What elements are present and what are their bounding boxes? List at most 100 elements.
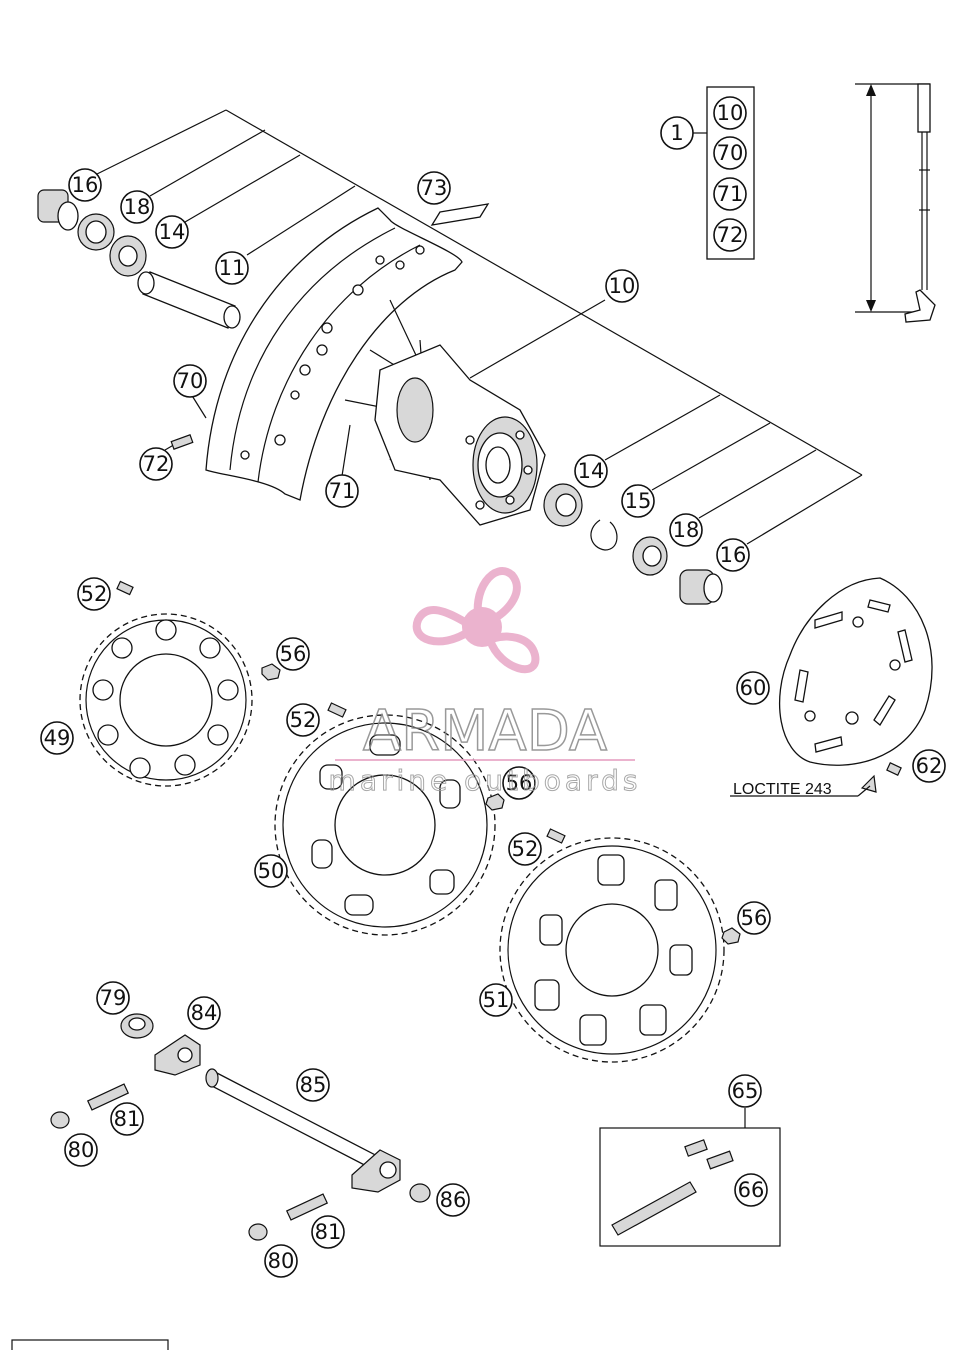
- callout-circle: [713, 96, 747, 130]
- callout-86: 86: [436, 1183, 470, 1217]
- wheel-spindle: [205, 1068, 386, 1173]
- callout-number: 70: [177, 369, 204, 393]
- callout-circle: [64, 1133, 98, 1167]
- callout-number: 65: [732, 1079, 759, 1103]
- callout-70: 70: [713, 136, 747, 170]
- callout-number: 52: [512, 837, 539, 861]
- callout-number: 70: [717, 141, 744, 165]
- adjuster-screw-lower: [285, 1193, 329, 1221]
- sprocket-51: [499, 837, 725, 1063]
- callout-circle: [713, 218, 747, 252]
- callout-51: 51: [479, 983, 513, 1017]
- callout-71: 71: [325, 474, 359, 508]
- brake-disc: [778, 577, 933, 766]
- callout-number: 49: [44, 726, 71, 750]
- wheel-rim: [205, 207, 463, 501]
- callout-number: 52: [290, 708, 317, 732]
- callout-number: 80: [268, 1249, 295, 1273]
- callout-number: 15: [625, 489, 652, 513]
- footer-code-frame: [11, 1339, 169, 1350]
- callout-circle: [621, 484, 655, 518]
- callout-circle: [736, 671, 770, 705]
- adjuster-nut: [120, 1013, 154, 1039]
- callout-circle: [155, 215, 189, 249]
- callout-number: 80: [68, 1138, 95, 1162]
- callout-79: 79: [96, 981, 130, 1015]
- callout-number: 56: [280, 642, 307, 666]
- callout-circle: [215, 251, 249, 285]
- callout-number: 66: [738, 1178, 765, 1202]
- callout-circle: [68, 168, 102, 202]
- callout-circle: [254, 854, 288, 888]
- callout-11: 11: [215, 251, 249, 285]
- callout-10: 10: [713, 96, 747, 130]
- callout-circle: [264, 1244, 298, 1278]
- callout-circle: [728, 1074, 762, 1108]
- callout-number: 16: [720, 543, 747, 567]
- callout-52: 52: [77, 577, 111, 611]
- callout-number: 81: [114, 1107, 141, 1131]
- callout-circle: [716, 538, 750, 572]
- callout-circle: [325, 474, 359, 508]
- propeller-icon: [412, 567, 540, 674]
- callout-circle: [436, 1183, 470, 1217]
- callout-72: 72: [713, 218, 747, 252]
- nut-upper: [50, 1111, 70, 1129]
- callout-circle: [173, 364, 207, 398]
- callout-52: 52: [508, 832, 542, 866]
- callout-62: 62: [912, 749, 946, 783]
- callout-circle: [502, 766, 536, 800]
- callout-number: 86: [440, 1188, 467, 1212]
- callout-number: 10: [609, 274, 636, 298]
- spoke-nipple: [170, 434, 194, 450]
- callout-circle: [713, 136, 747, 170]
- callout-circle: [605, 269, 639, 303]
- callout-number: 14: [578, 459, 605, 483]
- watermark-brand: ARMADA: [363, 699, 607, 764]
- hub-spacer-left: [37, 189, 79, 231]
- callout-80: 80: [264, 1244, 298, 1278]
- callout-16: 16: [68, 168, 102, 202]
- callout-14: 14: [574, 454, 608, 488]
- callout-1: 1: [660, 116, 694, 150]
- sprocket-50: [274, 714, 496, 936]
- callout-number: 62: [916, 754, 943, 778]
- wheel-hub: [374, 344, 546, 526]
- callout-number: 56: [741, 906, 768, 930]
- seal-ring-right: [632, 536, 668, 576]
- callout-circle: [574, 454, 608, 488]
- callout-72: 72: [139, 447, 173, 481]
- callout-number: 71: [717, 182, 744, 206]
- callout-56: 56: [502, 766, 536, 800]
- watermark: ARMADA marine outboards: [328, 567, 642, 798]
- callout-labels: 1618141173107072711415181611070717252564…: [40, 96, 946, 1278]
- callout-number: 18: [124, 195, 151, 219]
- circlip: [590, 519, 618, 551]
- callout-15: 15: [621, 484, 655, 518]
- callout-circle: [96, 981, 130, 1015]
- distance-tube: [137, 271, 241, 329]
- adjuster-screw-upper: [86, 1083, 130, 1111]
- callout-number: 11: [219, 256, 246, 280]
- bearing-right: [543, 483, 583, 527]
- callout-circle: [734, 1173, 768, 1207]
- callout-circle: [286, 703, 320, 737]
- callout-65: 65: [728, 1074, 762, 1108]
- callout-number: 71: [329, 479, 356, 503]
- watermark-subtitle: marine outboards: [329, 764, 642, 797]
- callout-14: 14: [155, 215, 189, 249]
- callout-circle: [187, 996, 221, 1030]
- callout-circle: [713, 177, 747, 211]
- callout-circle: [660, 116, 694, 150]
- loctite-note: LOCTITE 243: [733, 781, 832, 798]
- bearing-left: [109, 235, 147, 277]
- callout-circle: [296, 1068, 330, 1102]
- callout-16: 16: [716, 538, 750, 572]
- callout-circle: [508, 832, 542, 866]
- sprocket-49: [79, 613, 253, 787]
- callout-18: 18: [669, 513, 703, 547]
- callout-number: 72: [143, 452, 170, 476]
- spoke-dimension: [855, 83, 936, 323]
- callout-number: 52: [81, 582, 108, 606]
